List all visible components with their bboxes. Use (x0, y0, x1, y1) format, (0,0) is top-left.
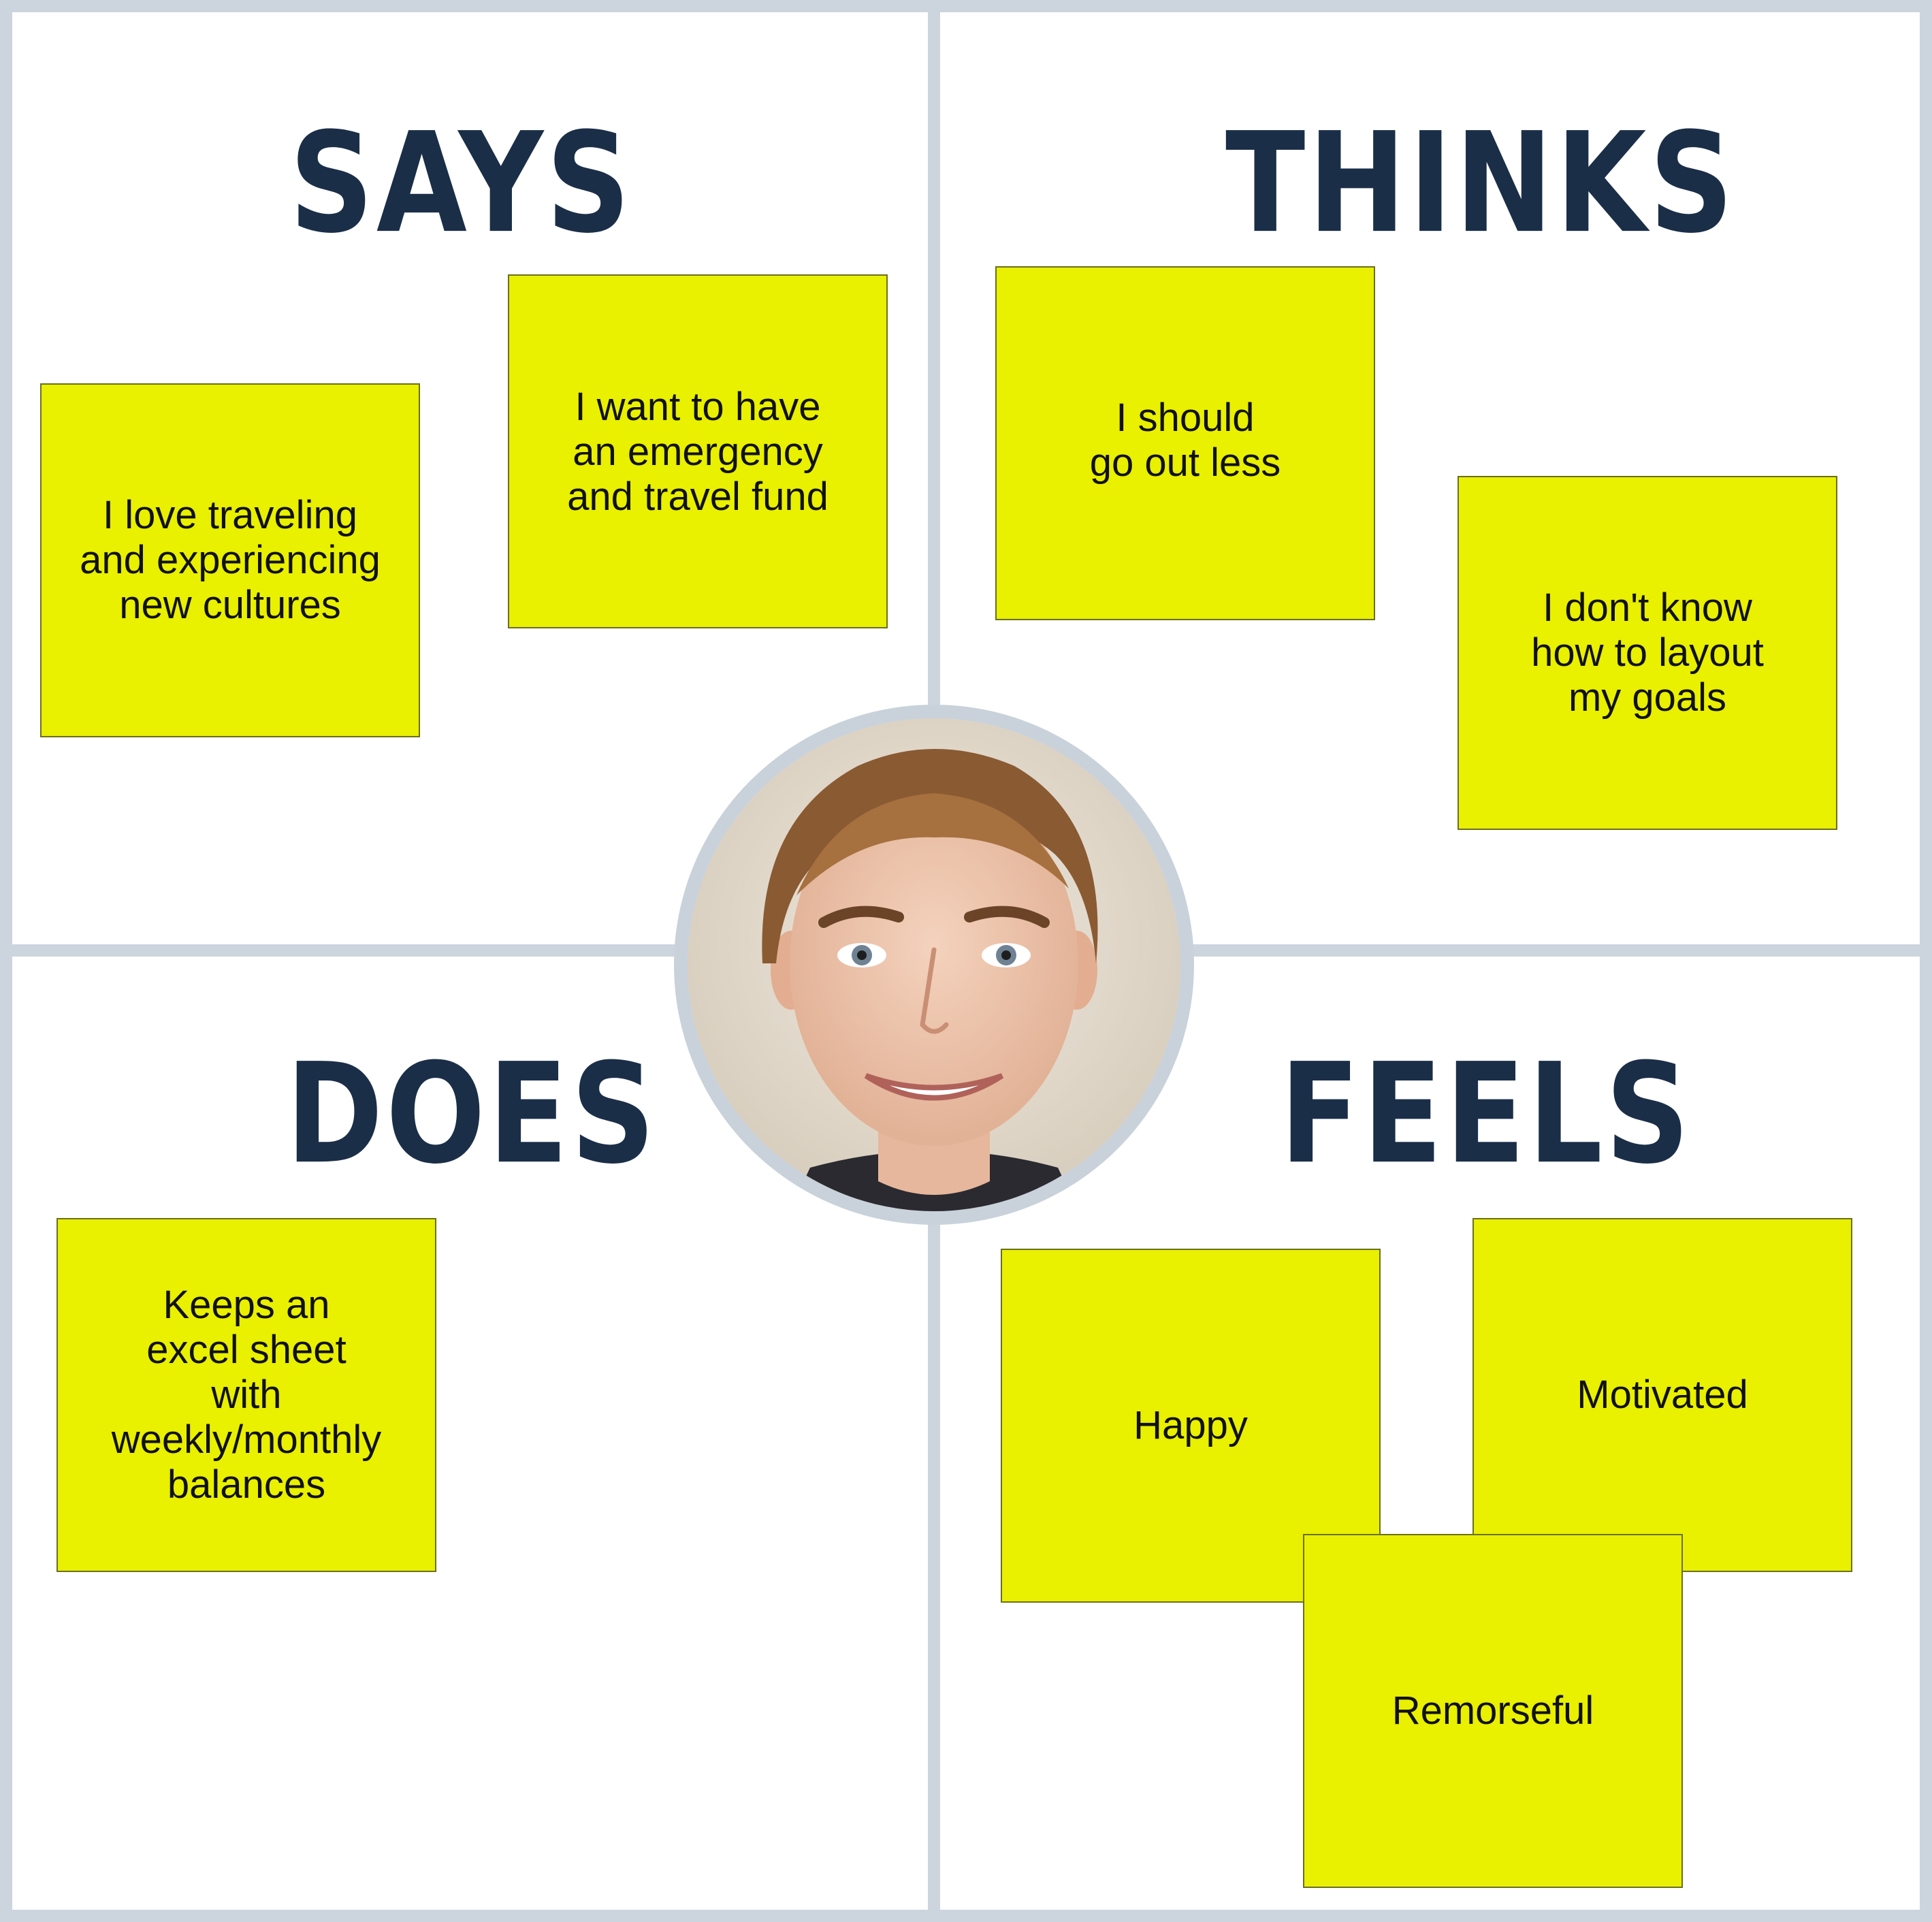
sticky-note-text: I should go out less (1089, 396, 1281, 485)
sticky-note-text: Keeps an excel sheet with weekly/monthly… (111, 1283, 382, 1507)
quadrant-title-thinks: THINKS (1225, 102, 1737, 264)
person-portrait-icon (688, 718, 1180, 1211)
quadrant-title-feels: FEELS (1280, 1033, 1692, 1195)
sticky-note-text: Happy (1133, 1403, 1248, 1447)
sticky-note-text: I don't know how to layout my goals (1531, 586, 1764, 720)
sticky-note-text: I want to have an emergency and travel f… (567, 385, 828, 519)
sticky-note-text: I love traveling and experiencing new cu… (80, 493, 381, 627)
sticky-note-feels-remorseful[interactable]: Remorseful (1303, 1534, 1683, 1888)
quadrant-title-says: SAYS (289, 102, 633, 264)
sticky-note-does-excel[interactable]: Keeps an excel sheet with weekly/monthly… (57, 1218, 436, 1572)
sticky-note-text: Remorseful (1391, 1688, 1594, 1733)
sticky-note-says-travel[interactable]: I love traveling and experiencing new cu… (40, 383, 420, 737)
sticky-note-thinks-go-out[interactable]: I should go out less (995, 266, 1375, 620)
sticky-note-feels-motivated[interactable]: Motivated (1472, 1218, 1852, 1572)
sticky-note-says-fund[interactable]: I want to have an emergency and travel f… (508, 274, 888, 628)
sticky-note-text: Motivated (1577, 1373, 1748, 1417)
quadrant-title-does: DOES (286, 1033, 658, 1195)
sticky-note-thinks-goals[interactable]: I don't know how to layout my goals (1458, 476, 1837, 830)
persona-avatar (674, 705, 1194, 1225)
